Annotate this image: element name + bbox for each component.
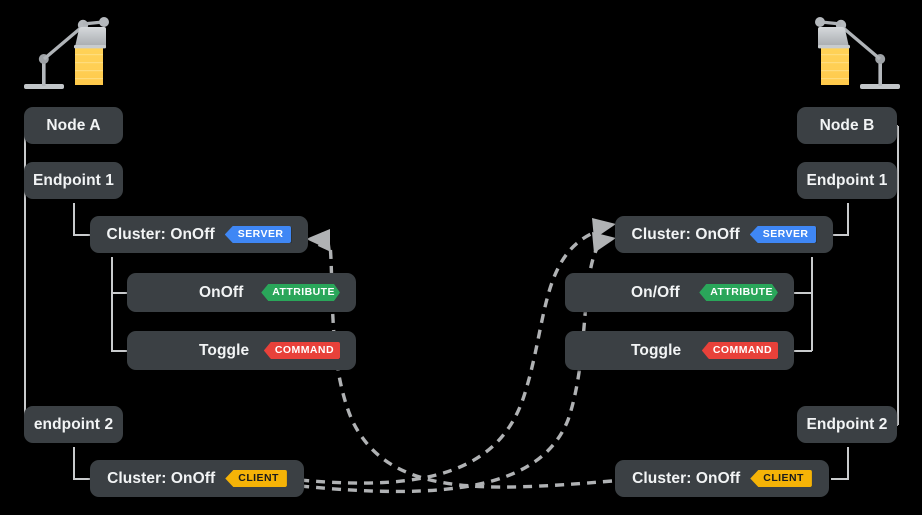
right-attribute-row[interactable]: On/Off ATTRIBUTE [565,273,794,312]
right-command-row[interactable]: Toggle COMMAND [565,331,794,370]
left-command-row[interactable]: Toggle COMMAND [127,331,356,370]
left-connector-attribute [111,292,128,294]
left-connector-cluster-children-v [111,257,113,351]
right-connector-command [794,350,812,352]
left-cluster-server-label: Cluster: OnOff [106,225,215,243]
left-endpoint1-label: Endpoint 1 [32,171,115,189]
right-endpoint2-box[interactable]: Endpoint 2 [797,406,897,443]
left-endpoint1-box[interactable]: Endpoint 1 [24,162,123,199]
right-cluster-server-label: Cluster: OnOff [631,225,740,243]
left-attribute-label: OnOff [199,283,244,301]
right-cluster-server-box[interactable]: Cluster: OnOff SERVER [615,216,833,253]
right-connector-ep2-cluster-h [831,478,849,480]
left-attribute-badge: ATTRIBUTE [261,284,340,301]
right-endpoint2-label: Endpoint 2 [806,415,888,433]
right-connector-attribute [794,292,812,294]
left-connector-ep2-cluster-h [73,478,91,480]
left-connector-command [111,350,128,352]
right-tree-spine [897,126,899,425]
left-lamp-icon [24,17,109,89]
left-connector-ep2-cluster-v [73,447,75,479]
right-cluster-client-label: Cluster: OnOff [632,469,741,487]
left-cluster-client-label: Cluster: OnOff [107,469,216,487]
right-node-box[interactable]: Node B [797,107,897,144]
left-cluster-client-box[interactable]: Cluster: OnOff CLIENT [90,460,304,497]
right-lamp-icon [815,17,900,89]
left-command-badge: COMMAND [263,342,340,359]
right-connector-ep2-cluster-v [847,447,849,479]
right-endpoint1-label: Endpoint 1 [806,171,888,189]
left-cluster-server-box[interactable]: Cluster: OnOff SERVER [90,216,308,253]
right-command-badge: COMMAND [701,342,778,359]
left-command-label: Toggle [199,341,250,359]
left-endpoint2-box[interactable]: endpoint 2 [24,406,123,443]
left-connector-ep1-cluster-v [73,203,75,235]
right-cluster-client-box[interactable]: Cluster: OnOff CLIENT [615,460,829,497]
left-attribute-row[interactable]: OnOff ATTRIBUTE [127,273,356,312]
right-endpoint1-box[interactable]: Endpoint 1 [797,162,897,199]
right-attribute-label: On/Off [631,283,680,301]
left-tree-spine [24,126,26,425]
left-client-badge: CLIENT [225,470,287,487]
right-connector-ep1-cluster-v [847,203,849,235]
left-node-label: Node A [46,116,101,134]
right-node-label: Node B [819,116,875,134]
right-connector-ep1-cluster-h [831,234,849,236]
right-server-badge: SERVER [749,226,817,243]
left-server-badge: SERVER [224,226,292,243]
right-connector-cluster-children-v [811,257,813,351]
right-command-label: Toggle [631,341,682,359]
right-attribute-badge: ATTRIBUTE [699,284,778,301]
left-connector-ep1-cluster-h [73,234,91,236]
right-client-badge: CLIENT [750,470,812,487]
left-node-box[interactable]: Node A [24,107,123,144]
left-endpoint2-label: endpoint 2 [33,415,114,433]
